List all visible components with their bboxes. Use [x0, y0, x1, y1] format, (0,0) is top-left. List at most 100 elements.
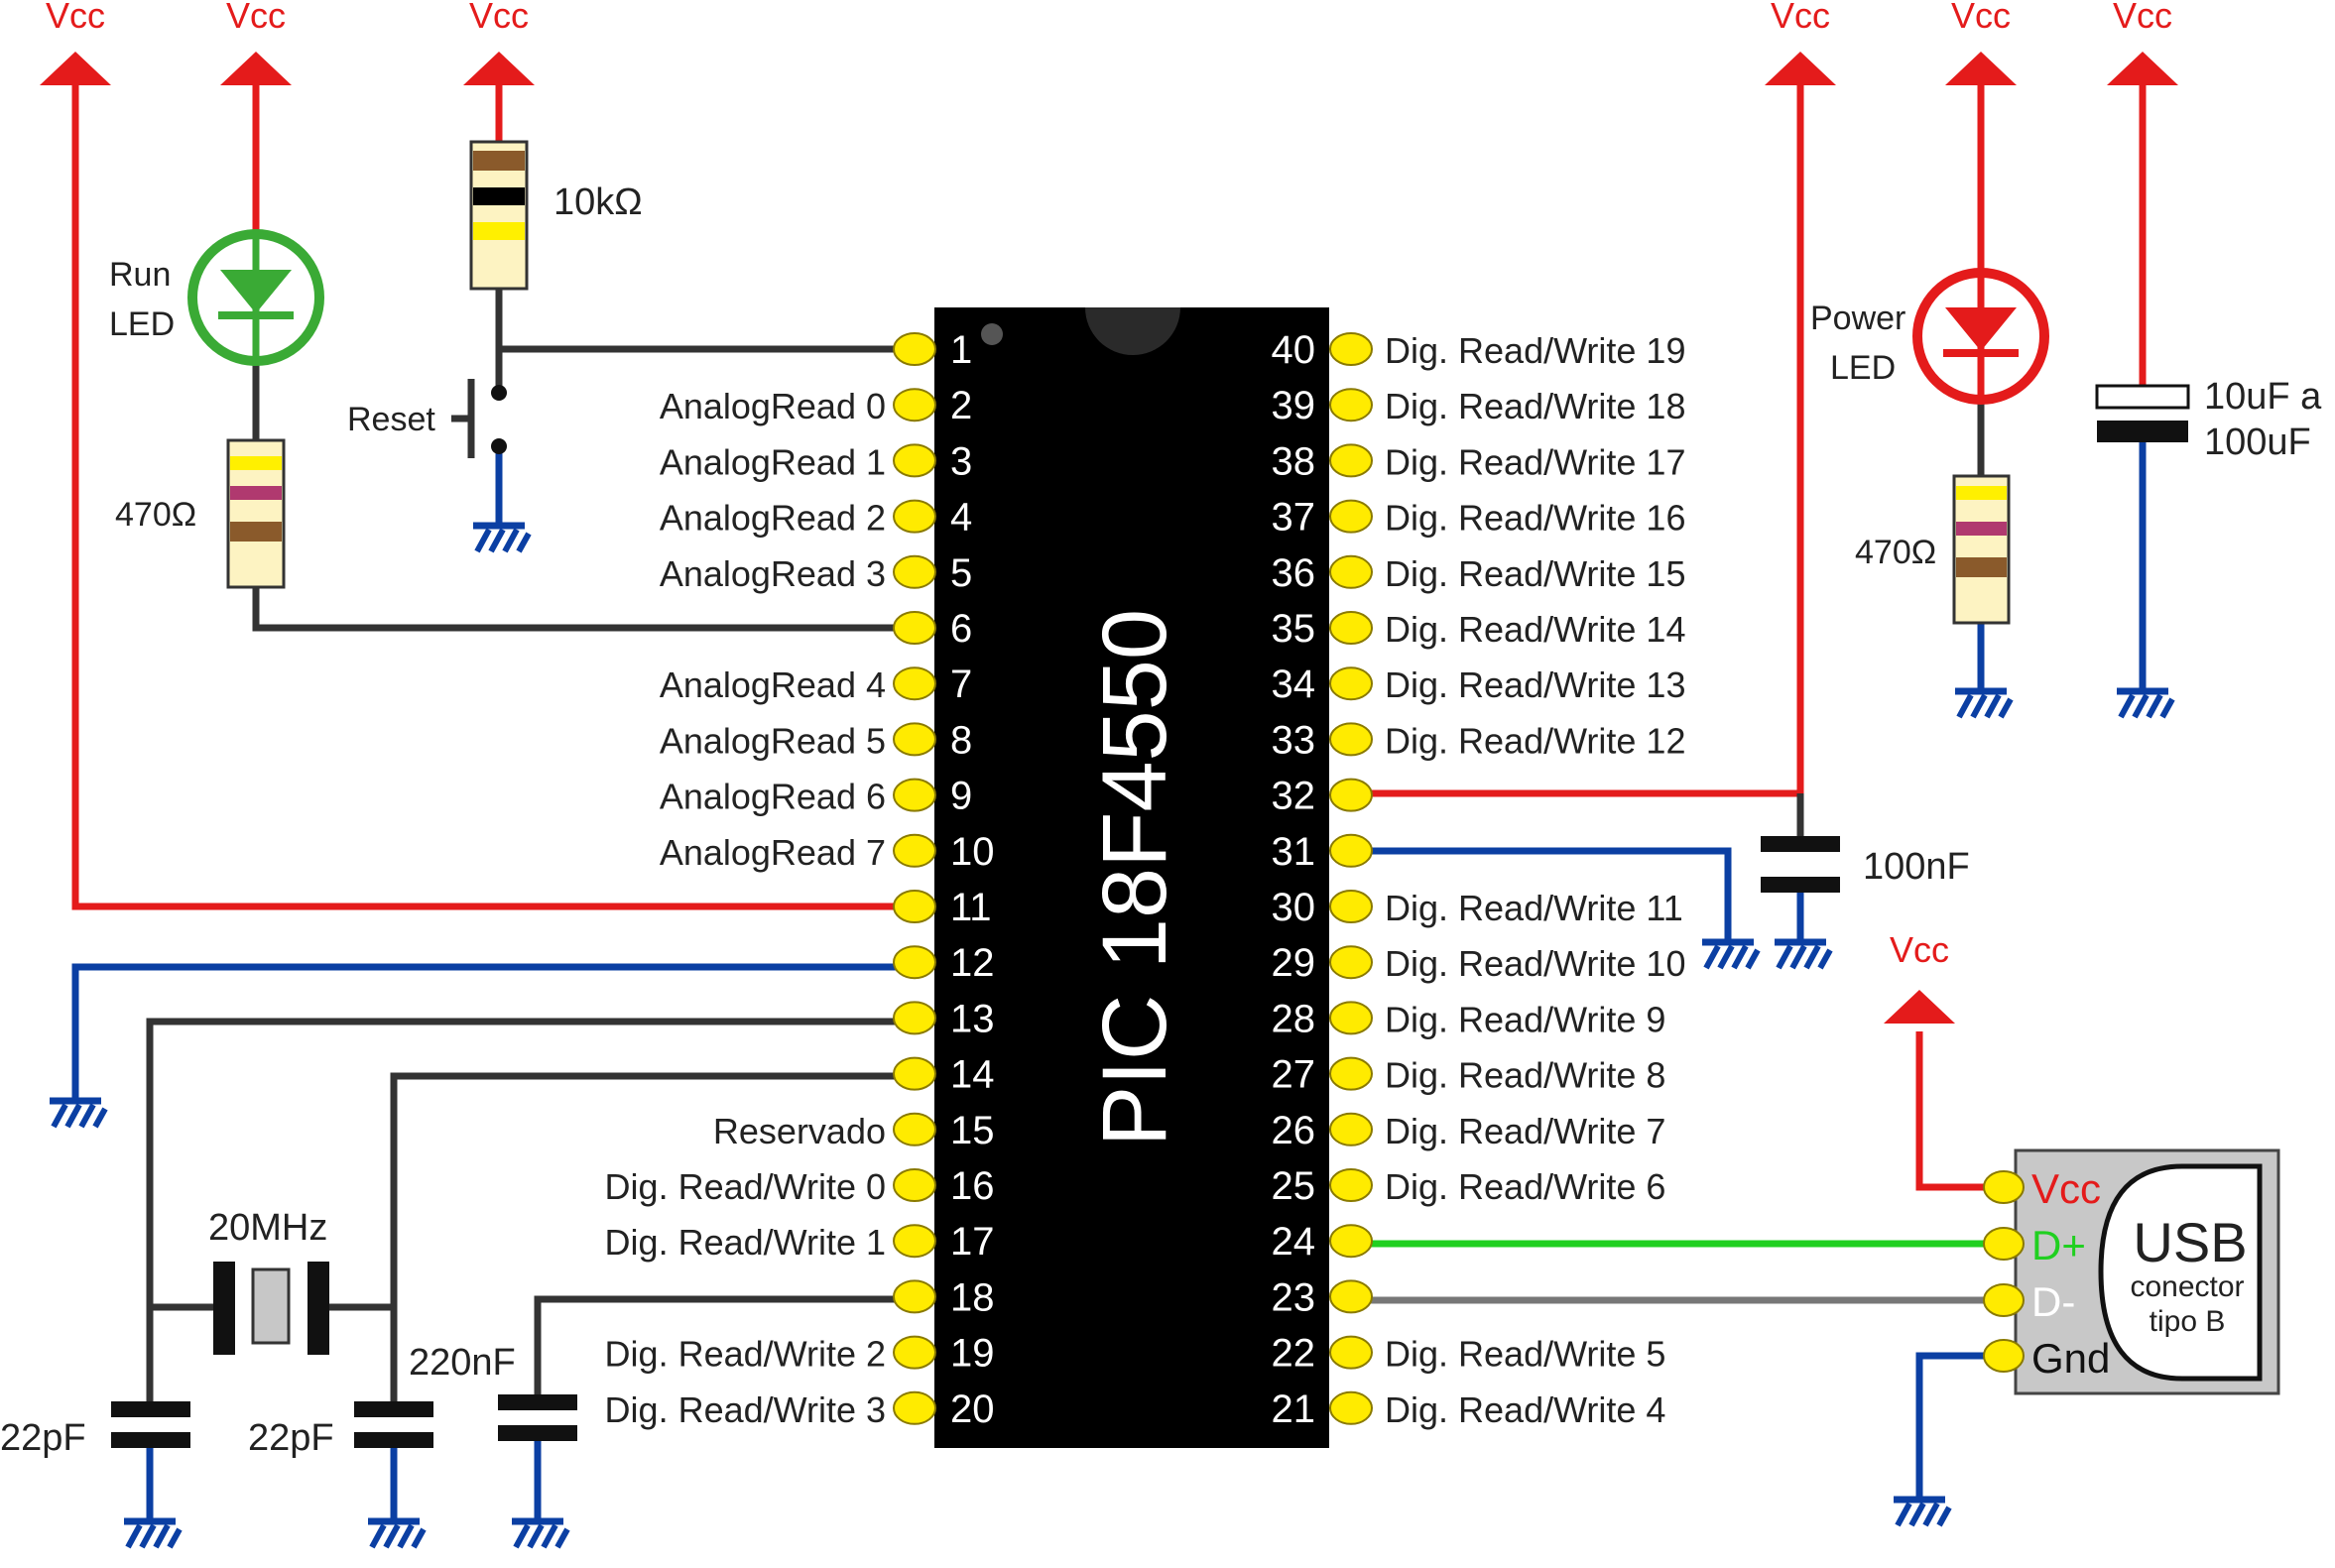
cap-220nf-label: 220nF: [409, 1342, 516, 1384]
pin-number: 38: [1272, 439, 1316, 483]
chip-body: [934, 307, 1329, 1448]
pic-chip: PIC 18F4550: [934, 307, 1329, 1448]
capacitor-icon: [111, 1401, 190, 1417]
reset-switch: Reset: [347, 379, 507, 458]
ground-icon: [473, 526, 529, 551]
ground-icon: [1955, 691, 2011, 717]
usb-pin: [1983, 1339, 2025, 1373]
pin-number: 18: [950, 1275, 995, 1319]
pin-label: Dig. Read/Write 3: [605, 1389, 886, 1430]
chip-notch-icon: [1085, 307, 1180, 355]
usb-pin-dminus-label: D-: [2031, 1278, 2075, 1325]
chip-pin: [893, 611, 936, 645]
pin-label: Reservado: [713, 1111, 886, 1151]
pin-number: 40: [1272, 328, 1316, 372]
pin-number: 26: [1272, 1109, 1316, 1152]
run-led: Run LED: [109, 229, 324, 366]
pin-number: 15: [950, 1109, 995, 1152]
cap-22pf-label: 22pF: [248, 1417, 334, 1459]
chip-pin: [893, 1224, 936, 1259]
pin-number: 8: [950, 718, 972, 762]
chip-pin: [1329, 332, 1373, 366]
chip-pin: [1329, 1056, 1373, 1091]
power-led-label: LED: [1830, 349, 1896, 387]
chip-pin: [893, 722, 936, 757]
cap-bulk: 10uF a 100uF: [2095, 376, 2322, 463]
vcc-symbols: Vcc Vcc Vcc Vcc Vcc Vcc Vcc: [40, 0, 2178, 1024]
chip-pin: [1329, 443, 1373, 478]
vcc-label: Vcc: [226, 0, 286, 36]
pin-label: Dig. Read/Write 18: [1385, 386, 1685, 426]
chip-pin: [893, 1168, 936, 1202]
crystal-label: 20MHz: [208, 1207, 327, 1249]
vcc-arrow-icon: [1765, 52, 1836, 85]
vcc-arrow-icon: [463, 52, 535, 85]
chip-pin: [1329, 388, 1373, 422]
chip-pin: [1329, 1335, 1373, 1370]
chip-pin: [893, 1279, 936, 1314]
ground-icon: [1775, 942, 1830, 968]
run-led-label: LED: [109, 305, 175, 343]
usb-pin-gnd-label: Gnd: [2031, 1335, 2110, 1382]
vcc-label: Vcc: [1890, 929, 1949, 970]
pin-number: 9: [950, 775, 972, 818]
crystal: 20MHz: [208, 1207, 329, 1355]
pin-label: Dig. Read/Write 13: [1385, 664, 1685, 705]
pin-label: Dig. Read/Write 11: [1385, 888, 1683, 928]
pin-label: Dig. Read/Write 15: [1385, 553, 1685, 594]
usb-pin: [1983, 1170, 2025, 1204]
pin-label: Dig. Read/Write 19: [1385, 330, 1685, 371]
vcc-label: Vcc: [1951, 0, 2011, 36]
pin-label: Dig. Read/Write 1: [605, 1222, 886, 1263]
chip-pin: [893, 833, 936, 868]
chip-pin1-dot-icon: [981, 323, 1003, 345]
pin-label: Dig. Read/Write 2: [605, 1334, 886, 1375]
cap-100nf: 100nF: [1761, 836, 1970, 893]
chip-pin: [1329, 890, 1373, 923]
ground-icon: [512, 1521, 567, 1547]
pin-number: 23: [1272, 1275, 1316, 1319]
wire-pin18-220n: [534, 1295, 898, 1394]
pin-label: AnalogRead 0: [660, 386, 886, 426]
chip-pin: [893, 388, 936, 422]
pin-number: 5: [950, 551, 972, 595]
pin-number: 2: [950, 384, 972, 427]
ground-icon: [2117, 691, 2172, 717]
wire-usb-vcc: [1915, 1031, 2004, 1191]
usb-subtitle: conector: [2130, 1270, 2244, 1303]
led-triangle-icon: [220, 270, 292, 313]
usb-pin: [1983, 1227, 2025, 1261]
vcc-label: Vcc: [469, 0, 529, 36]
capacitor-icon: [2095, 384, 2190, 410]
power-led-label: Power: [1810, 300, 1905, 337]
cap-100nf-label: 100nF: [1863, 846, 1970, 888]
pin-label: Dig. Read/Write 9: [1385, 999, 1665, 1039]
chip-pin: [1329, 554, 1373, 589]
pin-number: 35: [1272, 607, 1316, 651]
vcc-arrow-icon: [1945, 52, 2017, 85]
chip-pin: [1329, 778, 1373, 812]
led-triangle-icon: [1945, 307, 2017, 351]
cap-22pf-left: 22pF: [0, 1401, 190, 1459]
pin-label: AnalogRead 4: [660, 664, 886, 705]
pin-number: 28: [1272, 997, 1316, 1040]
pin-number: 3: [950, 439, 972, 483]
pin-label: AnalogRead 2: [660, 498, 886, 539]
resistor-body-icon: [1952, 474, 2011, 625]
chip-pin: [1329, 1112, 1373, 1146]
pin-number: 19: [950, 1332, 995, 1376]
pin-label: Dig. Read/Write 8: [1385, 1055, 1665, 1096]
chip-pin: [893, 666, 936, 701]
wires: [71, 79, 2147, 1519]
run-led-label: Run: [109, 256, 171, 294]
pin-label: AnalogRead 3: [660, 553, 886, 594]
chip-pin: [893, 890, 936, 923]
pin-number: 13: [950, 997, 995, 1040]
vcc-arrow-icon: [220, 52, 292, 85]
cap-22pf-right: 22pF: [248, 1401, 433, 1459]
pin-number: 27: [1272, 1053, 1316, 1097]
vcc-arrow-icon: [40, 52, 111, 85]
usb-pin: [1983, 1283, 2025, 1317]
cap-22pf-label: 22pF: [0, 1417, 86, 1459]
